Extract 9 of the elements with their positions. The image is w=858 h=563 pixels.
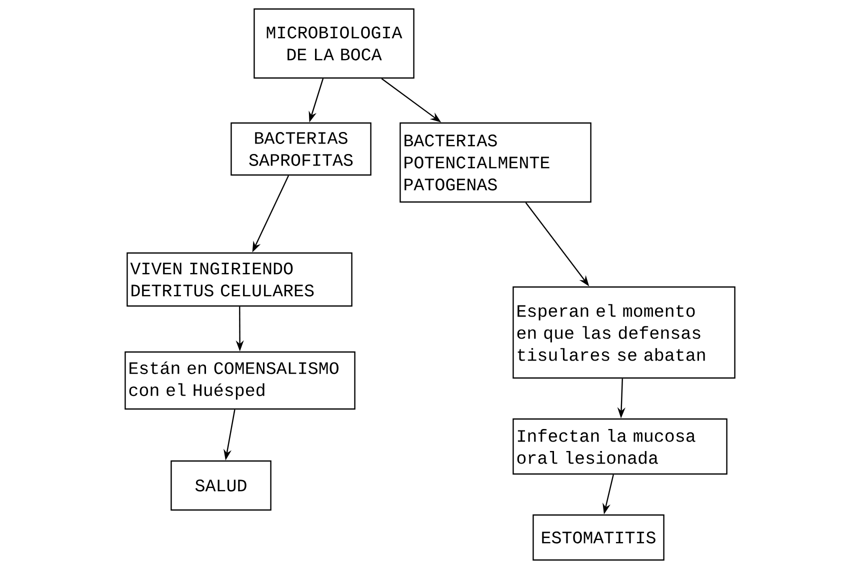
process-box: VIVEN INGIRIENDO DETRITUS CELULARES bbox=[126, 252, 352, 307]
process-box: BACTERIAS SAPROFITAS bbox=[230, 122, 372, 176]
process-box: Infectan la mucosa oral lesionada bbox=[512, 418, 728, 475]
process-box: SALUD bbox=[170, 460, 272, 511]
process-box: Están en COMENSALISMO con el Huésped bbox=[124, 351, 356, 410]
process-box: MICROBIOLOGIA DE LA BOCA bbox=[254, 8, 414, 79]
process-box: ESTOMATITIS bbox=[532, 514, 664, 561]
process-box: BACTERIAS POTENCIALMENTE PATOGENAS bbox=[400, 122, 592, 203]
process-box: Esperan el momento en que las defensas tisulares se abatan bbox=[512, 286, 736, 379]
